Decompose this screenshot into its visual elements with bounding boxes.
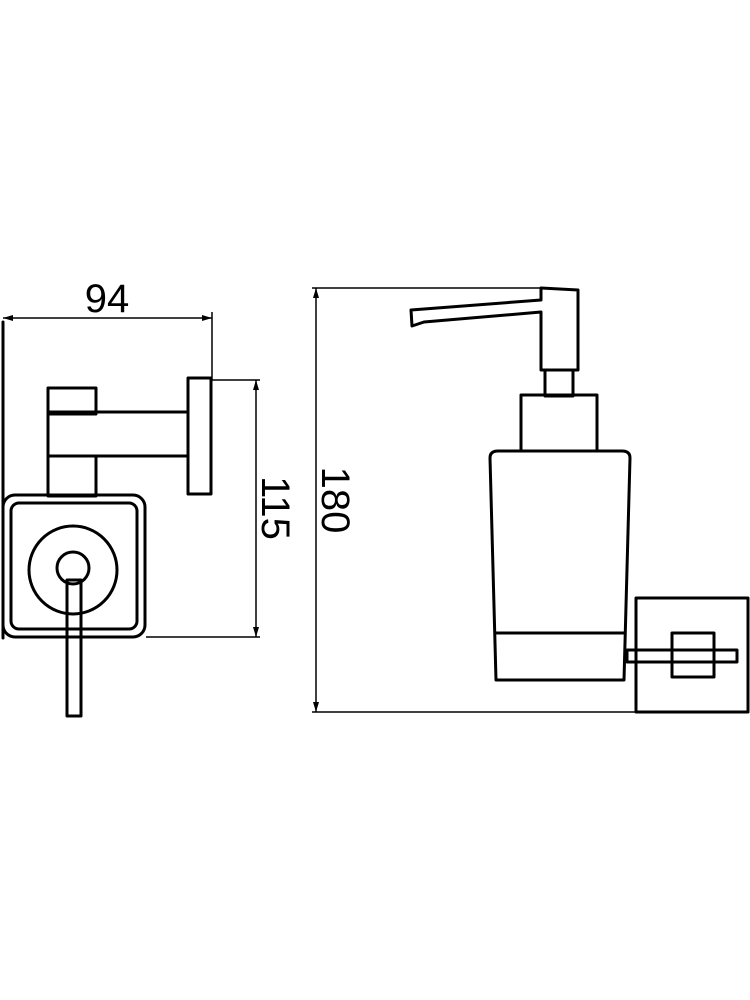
bottle-body xyxy=(488,449,632,682)
pump-stem xyxy=(543,368,575,398)
bracket-height-label: 115 xyxy=(253,476,297,540)
total-height-label: 180 xyxy=(313,467,357,534)
arm-collar xyxy=(46,386,98,416)
arm-stem xyxy=(46,454,98,498)
end-cap xyxy=(186,376,213,496)
base-plate-outer xyxy=(1,493,147,639)
bracket-height-dimension: 115 xyxy=(146,379,297,638)
side-view xyxy=(1,320,213,718)
width-dimension: 94 xyxy=(3,277,213,380)
pump-nozzle xyxy=(409,286,580,372)
rod xyxy=(65,578,83,718)
base-plate-inner xyxy=(9,501,139,631)
pump-cap xyxy=(519,393,599,453)
width-label: 94 xyxy=(85,277,130,321)
total-height-dimension: 180 xyxy=(312,287,640,713)
holder-arm xyxy=(625,648,739,664)
wall-plate xyxy=(634,596,750,714)
arm xyxy=(46,410,190,458)
front-view xyxy=(409,286,750,714)
holder-collar xyxy=(670,631,716,679)
cup-center xyxy=(55,550,91,586)
cup-ring xyxy=(27,524,119,616)
